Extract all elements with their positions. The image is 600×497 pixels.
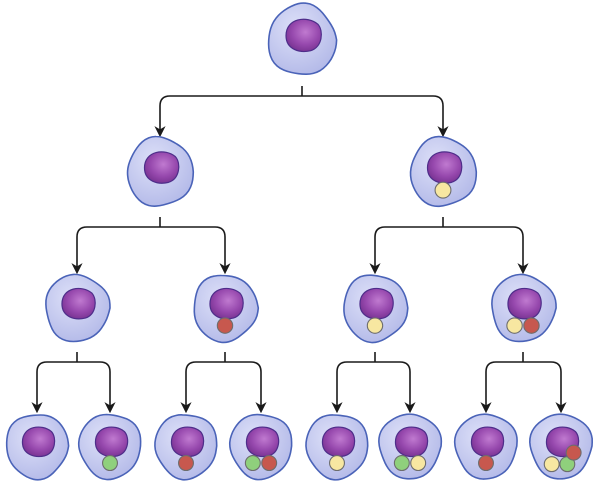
nucleus: [21, 426, 56, 458]
connector-bar: [185, 361, 262, 409]
nucleus: [321, 426, 356, 458]
branch-connector-c3: [31, 352, 116, 414]
cells-layer: [5, 2, 594, 481]
connector-bar: [36, 361, 111, 409]
granule-yellow: [506, 317, 523, 334]
connectors-layer: [31, 86, 567, 414]
cell-c7: [5, 414, 70, 481]
nucleus: [61, 287, 96, 320]
branch-connector-c6: [480, 352, 567, 414]
branch-connector-c0: [154, 86, 449, 138]
granule-yellow: [543, 456, 560, 473]
connector-bar: [76, 226, 226, 270]
branch-connector-c1: [71, 217, 231, 275]
nucleus: [209, 287, 244, 320]
cell-c8: [77, 413, 142, 481]
nucleus: [507, 287, 542, 320]
branch-connector-c4: [180, 352, 267, 414]
cell-c10: [228, 413, 293, 481]
connector-bar: [159, 95, 444, 133]
granule-red: [216, 317, 234, 334]
cell-c6: [491, 273, 557, 343]
nucleus: [470, 426, 505, 458]
cell-c5: [343, 274, 409, 344]
granule-red: [178, 455, 194, 472]
branch-connector-c5: [331, 352, 416, 414]
connector-bar: [336, 361, 411, 409]
nucleus: [245, 426, 280, 458]
cell-c9: [154, 414, 218, 481]
nucleus: [285, 18, 322, 53]
cell-c1: [126, 135, 195, 207]
granule-red: [261, 455, 278, 472]
granule-red: [523, 317, 540, 334]
granule-yellow: [410, 455, 427, 472]
cell-c12: [378, 413, 443, 480]
nucleus: [94, 426, 129, 458]
cell-c2: [409, 135, 478, 208]
branch-connector-c2: [369, 217, 529, 275]
cell-c11: [305, 414, 369, 481]
nucleus: [170, 426, 205, 458]
granule-red: [565, 444, 582, 461]
granule-green: [244, 455, 261, 472]
granule-green: [102, 455, 118, 472]
granule-yellow: [434, 181, 452, 199]
granule-green: [393, 455, 410, 472]
cell-c4: [193, 274, 260, 344]
nucleus: [359, 287, 394, 320]
nucleus: [426, 151, 463, 184]
nucleus: [143, 151, 180, 184]
connector-bar: [485, 361, 562, 409]
granule-red: [478, 455, 494, 472]
granule-yellow: [329, 455, 345, 472]
cell-c13: [453, 413, 518, 480]
cell-c14: [528, 413, 594, 480]
connector-bar: [374, 226, 524, 270]
nucleus: [394, 426, 429, 458]
granule-yellow: [366, 317, 384, 334]
cell-c3: [45, 273, 111, 343]
cell-c0: [267, 2, 338, 76]
